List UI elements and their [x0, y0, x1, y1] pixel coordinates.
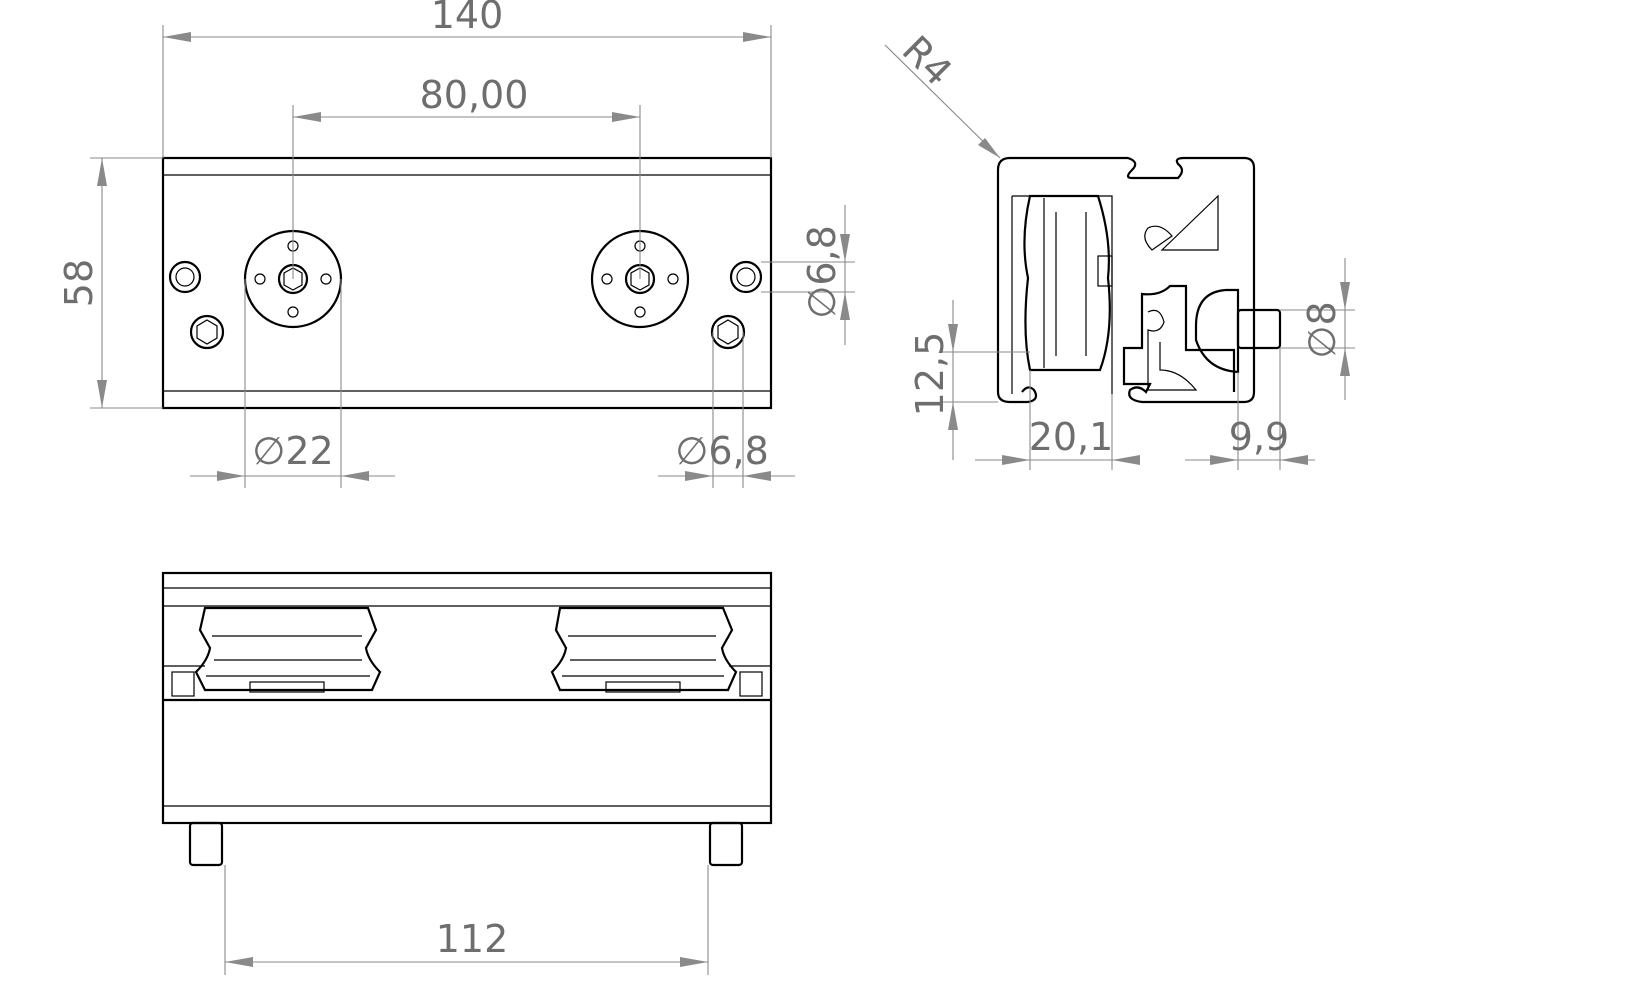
dim-bolt-hole-side: ∅6,8	[800, 225, 844, 319]
profile-pin-head	[1194, 288, 1240, 374]
dim-bolt-hole-bottom: ∅6,8	[675, 429, 769, 473]
pin-left	[188, 821, 224, 867]
dim-groove-offset: 12,5	[908, 332, 952, 417]
dim-height: 58	[57, 259, 101, 307]
dim-wheel-diameter: ∅22	[252, 429, 333, 473]
side-wheel-left	[194, 606, 382, 693]
end-view: R4 12,5 20,1 9,9 ∅8	[884, 27, 1355, 470]
bolt-right	[710, 314, 746, 350]
top-view: 140 80,00 58 ∅22 ∅6,8 ∅6,8	[57, 0, 855, 488]
top-view-outline	[161, 156, 773, 410]
bolt-left	[189, 314, 225, 350]
profile-outline	[996, 156, 1256, 404]
side-view-outline	[161, 571, 773, 825]
dim-top-length: 140	[431, 0, 504, 37]
profile-pin	[1236, 308, 1282, 350]
nut-right	[729, 260, 763, 294]
dim-pin-spacing: 112	[436, 917, 509, 961]
dim-pin-length: 9,9	[1229, 415, 1289, 459]
dim-hole-spacing: 80,00	[420, 73, 529, 117]
nut-left	[168, 260, 202, 294]
side-view: 112	[161, 571, 773, 975]
profile-roller	[1023, 194, 1113, 372]
dim-pin-diameter: ∅8	[1300, 301, 1344, 358]
dim-radius: R4	[894, 27, 961, 94]
pin-right	[708, 821, 744, 867]
dim-profile-width: 20,1	[1029, 415, 1114, 459]
side-wheel-right	[550, 606, 738, 693]
